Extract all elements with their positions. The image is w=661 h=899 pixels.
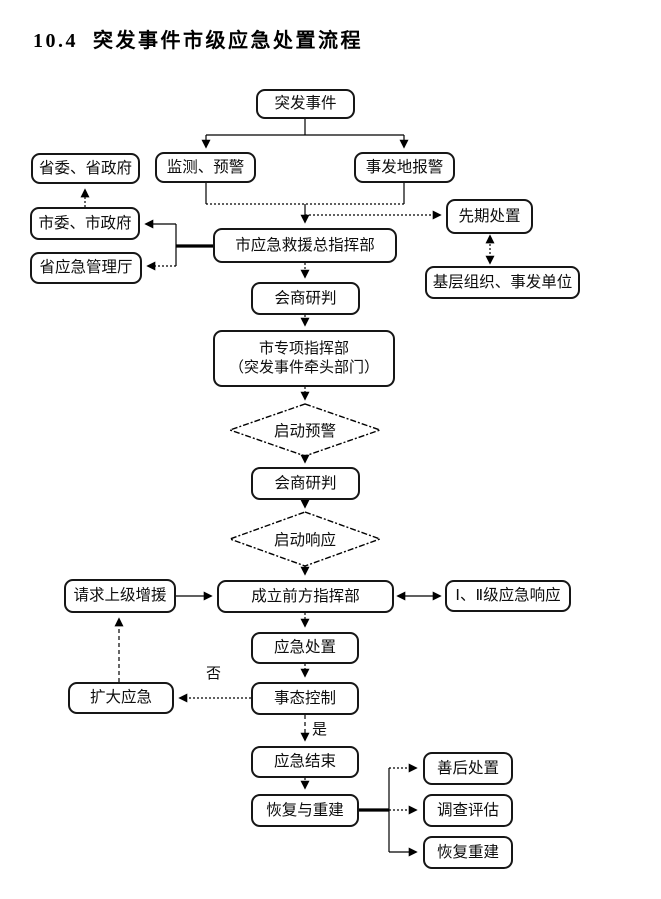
node-aftermath-disposal: 善后处置	[423, 752, 513, 785]
node-emergency-disposal: 应急处置	[251, 632, 359, 664]
node-special-hq: 市专项指挥部 （突发事件牵头部门）	[213, 330, 395, 387]
node-provincial-emergency-dept: 省应急管理厅	[30, 252, 142, 284]
node-special-hq-line1: 市专项指挥部	[258, 339, 349, 357]
node-front-hq: 成立前方指挥部	[217, 580, 394, 613]
node-early-disposal: 先期处置	[446, 199, 533, 234]
node-special-hq-line2: （突发事件牵头部门）	[228, 358, 379, 376]
node-rebuild: 恢复重建	[423, 836, 513, 869]
node-investigation-evaluation: 调查评估	[423, 794, 513, 827]
diamond-start-warning	[227, 403, 383, 457]
node-request-reinforcement: 请求上级增援	[64, 579, 176, 613]
node-city-rescue-hq: 市应急救援总指挥部	[213, 228, 397, 263]
node-monitor-warning: 监测、预警	[155, 152, 256, 183]
node-consultation-1: 会商研判	[251, 282, 360, 315]
node-level-response: Ⅰ、Ⅱ级应急响应	[445, 580, 571, 612]
edge-label-no: 否	[206, 665, 222, 682]
node-recovery-reconstruction: 恢复与重建	[251, 794, 359, 827]
node-provincial-gov: 省委、省政府	[31, 153, 140, 184]
edge-label-yes: 是	[312, 721, 328, 738]
diamond-start-response	[227, 511, 383, 567]
node-expand-emergency: 扩大应急	[68, 682, 174, 714]
node-start-response-label: 启动响应	[273, 532, 336, 549]
node-emergency-end: 应急结束	[251, 746, 359, 778]
node-consultation-2: 会商研判	[251, 467, 360, 500]
page-title: 10.4 突发事件市级应急处置流程	[33, 30, 363, 52]
node-scene-report: 事发地报警	[354, 152, 455, 183]
node-situation-control: 事态控制	[251, 682, 359, 715]
node-start-warning-label: 启动预警	[273, 423, 336, 440]
node-sudden-event: 突发事件	[256, 89, 355, 119]
node-city-gov: 市委、市政府	[30, 207, 140, 240]
node-grassroots-units: 基层组织、事发单位	[425, 266, 580, 299]
